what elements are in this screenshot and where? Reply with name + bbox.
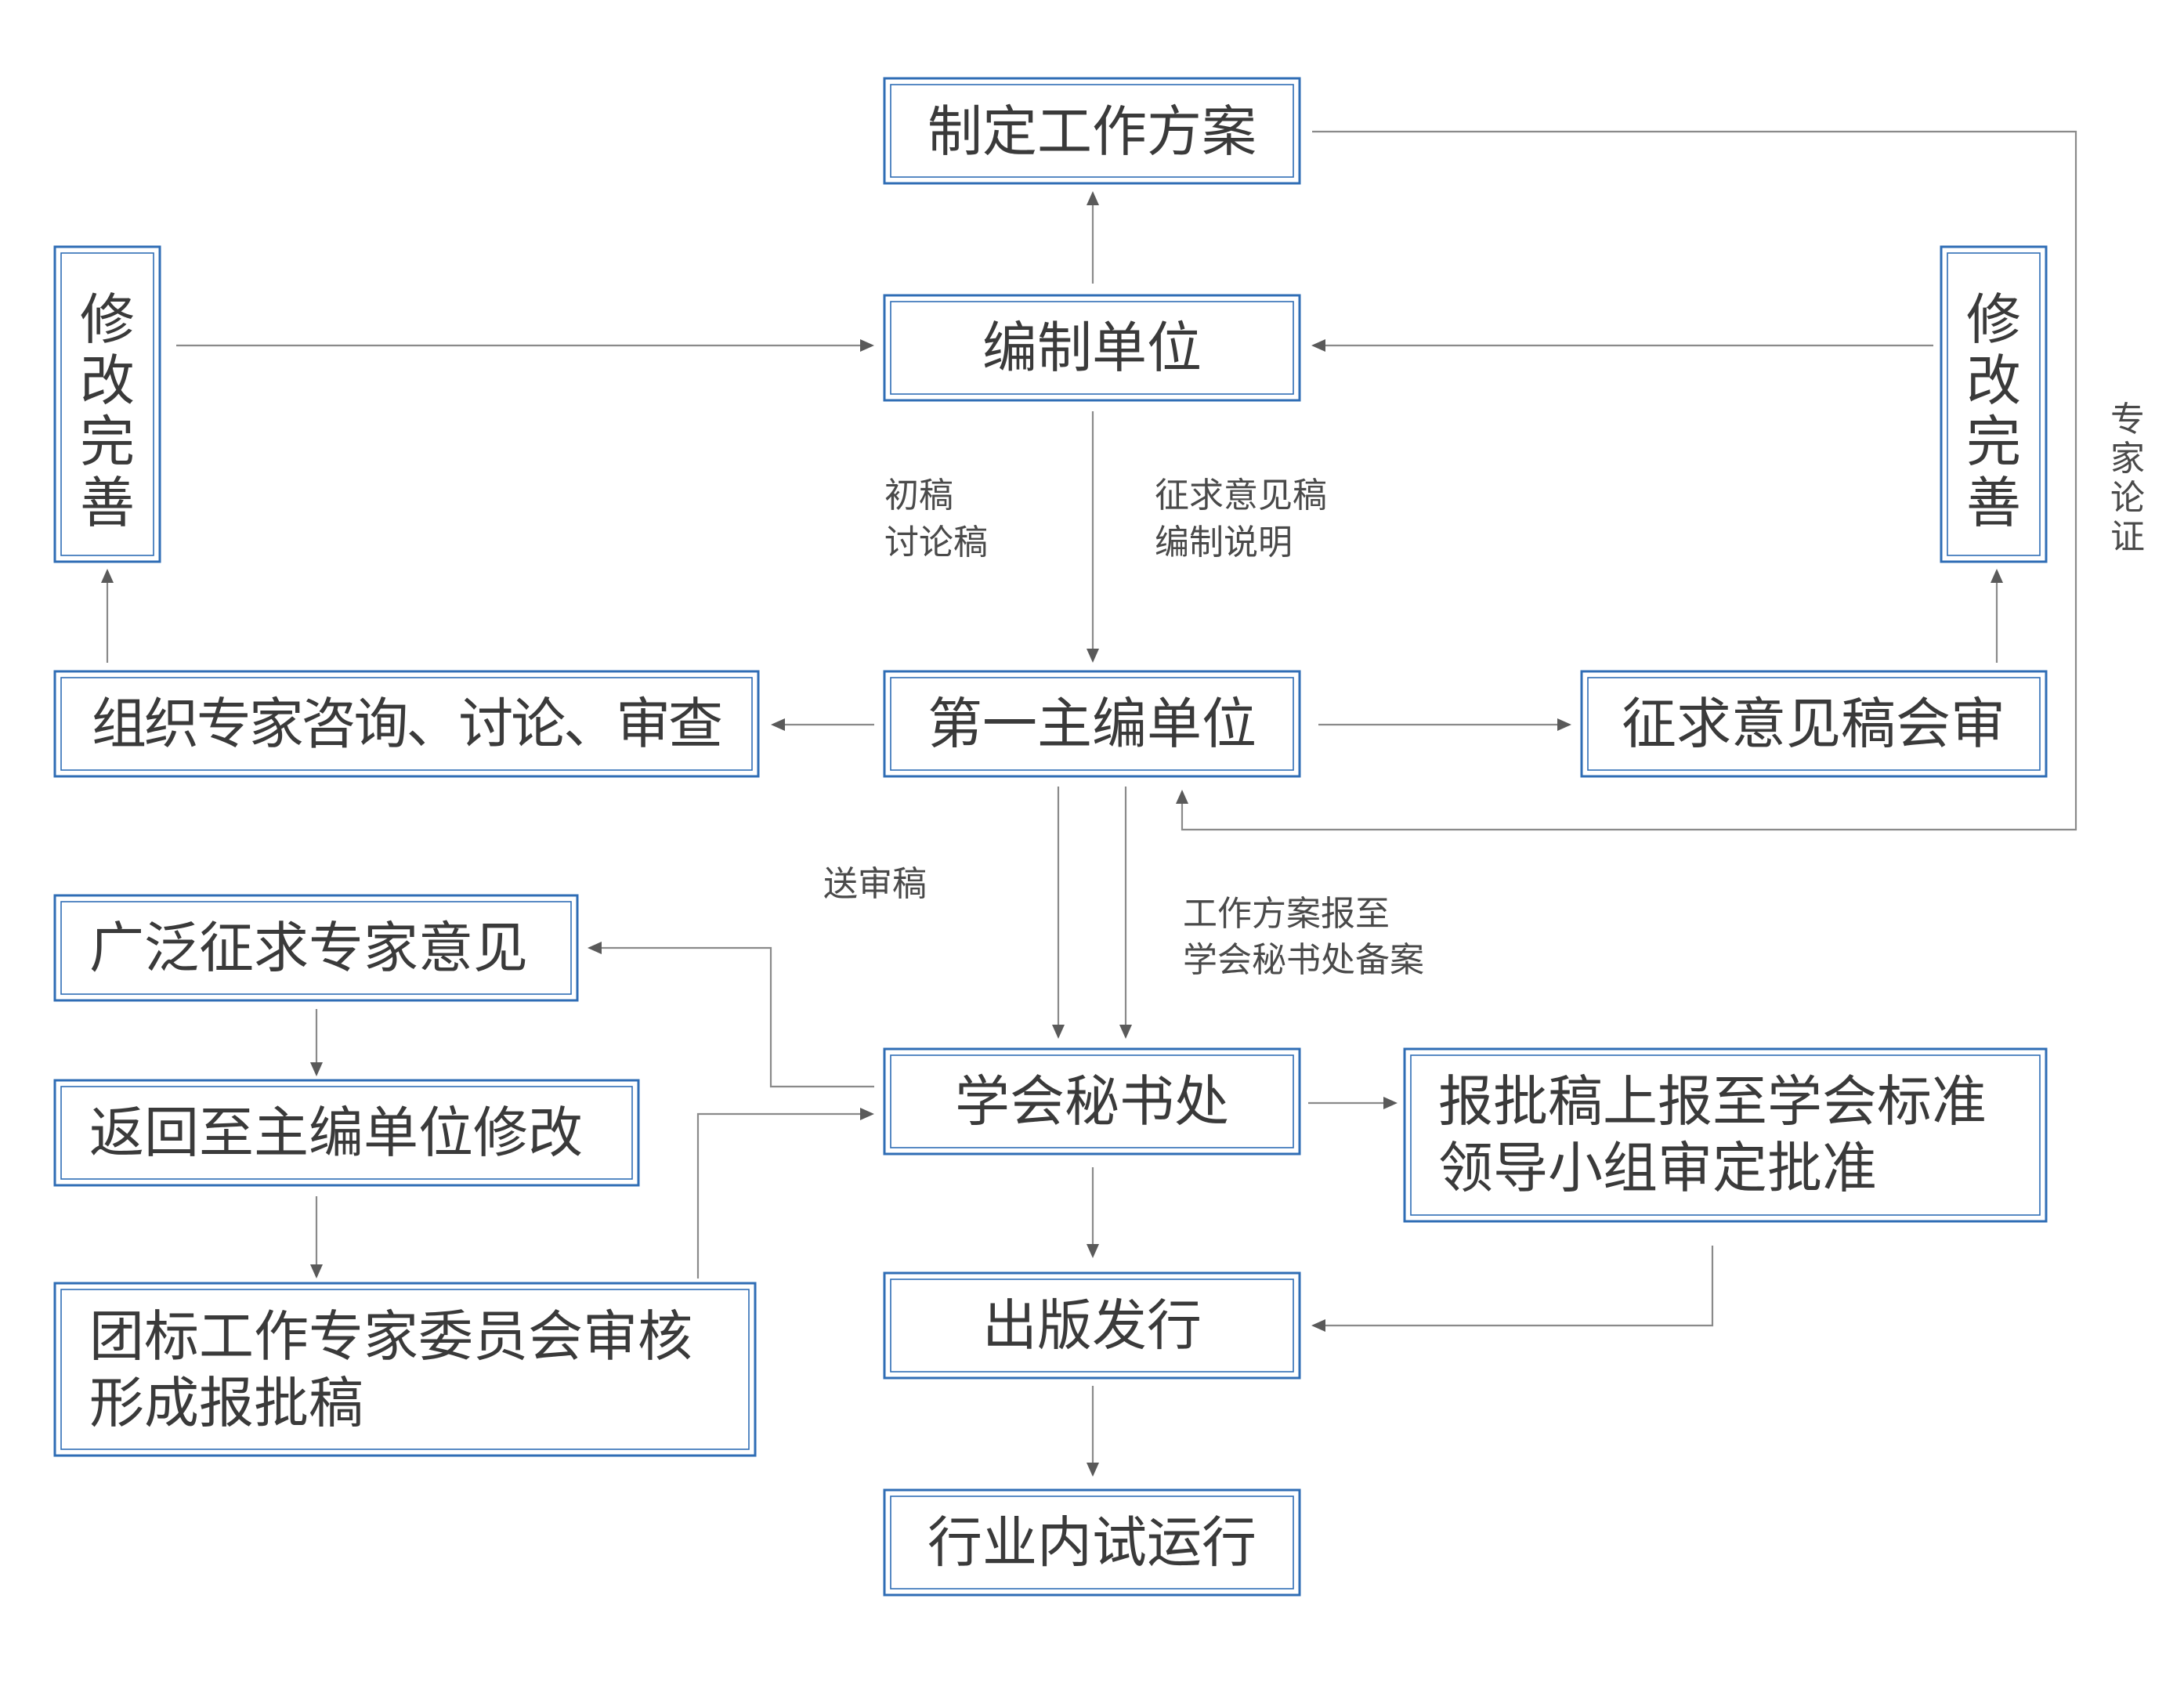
box-approval-report-line1: 报批稿上报至学会标准 bbox=[1438, 1069, 1987, 1134]
box-revise-right-char: 修 bbox=[1966, 288, 2021, 352]
box-committee-review-line2: 形成报批稿 bbox=[89, 1371, 363, 1435]
box-wide-expert-label: 广泛征求专家意见 bbox=[89, 916, 528, 980]
box-trial-run-label: 行业内试运行 bbox=[927, 1510, 1257, 1575]
box-make-plan-label: 制定工作方案 bbox=[927, 99, 1257, 164]
arrowhead-left bbox=[1311, 339, 1325, 352]
arrowhead-down bbox=[1087, 1244, 1099, 1258]
label-plan-filing-2: 学会秘书处备案 bbox=[1183, 940, 1424, 980]
arrow-committee-to-secretariat bbox=[696, 1112, 862, 1279]
arrowhead-down bbox=[310, 1264, 323, 1279]
box-wide-expert: 广泛征求专家意见 bbox=[53, 894, 579, 1002]
arrowhead-right bbox=[860, 1108, 874, 1120]
label-initial-draft-1: 初稿 bbox=[884, 476, 953, 515]
box-revise-left-char: 改 bbox=[80, 349, 135, 413]
box-secretariat-label: 学会秘书处 bbox=[955, 1069, 1229, 1134]
box-compile-unit: 编制单位 bbox=[883, 294, 1301, 402]
box-revise-right-char: 改 bbox=[1966, 349, 2021, 413]
arrowhead-right bbox=[1383, 1097, 1398, 1109]
box-publish-label: 出版发行 bbox=[982, 1293, 1202, 1358]
connectors bbox=[101, 130, 2077, 1477]
arrowhead-left bbox=[1311, 1319, 1325, 1332]
box-committee-review: 团标工作专家委员会审核 形成报批稿 bbox=[53, 1282, 757, 1457]
label-expert-demo-char: 家 bbox=[2110, 439, 2145, 479]
label-expert-demo-char: 证 bbox=[2110, 517, 2145, 557]
label-expert-demo-char: 专 bbox=[2110, 400, 2145, 439]
box-revise-left-char: 修 bbox=[80, 288, 135, 352]
arrowhead-down bbox=[1087, 1463, 1099, 1477]
box-approval-report-line2: 领导小组审定批准 bbox=[1438, 1136, 1877, 1200]
edge-labels: 初稿 讨论稿 征求意见稿 编制说明 送审稿 工作方案报至 学会秘书处备案 专 家… bbox=[823, 400, 2145, 980]
box-approval-report: 报批稿上报至学会标准 领导小组审定批准 bbox=[1403, 1047, 2048, 1223]
label-expert-demo-char: 论 bbox=[2110, 478, 2145, 518]
label-comment-draft-2: 编制说明 bbox=[1155, 523, 1293, 562]
label-submit-draft: 送审稿 bbox=[823, 864, 927, 904]
arrowhead-up bbox=[1991, 569, 2003, 583]
box-draft-review: 征求意见稿会审 bbox=[1580, 670, 2048, 778]
arrowhead-down bbox=[1119, 1025, 1132, 1039]
arrow-secretariat-to-wide-expert bbox=[600, 946, 874, 1088]
box-revise-left-char: 完 bbox=[80, 410, 135, 474]
arrow-approval-to-publish bbox=[1324, 1246, 1714, 1327]
box-return-editor-label: 返回至主编单位修改 bbox=[89, 1101, 583, 1165]
box-publish: 出版发行 bbox=[883, 1271, 1301, 1380]
arrowhead-right bbox=[860, 339, 874, 352]
arrowhead-left bbox=[588, 942, 602, 954]
box-compile-unit-label: 编制单位 bbox=[982, 316, 1202, 380]
box-revise-right-char: 完 bbox=[1966, 410, 2021, 474]
arrowhead-up bbox=[1087, 191, 1099, 205]
box-trial-run: 行业内试运行 bbox=[883, 1488, 1301, 1597]
arrowhead-up bbox=[101, 569, 114, 583]
box-revise-right: 修 改 完 善 bbox=[1940, 245, 2048, 563]
box-draft-review-label: 征求意见稿会审 bbox=[1622, 692, 2005, 756]
box-first-editor: 第一主编单位 bbox=[883, 670, 1301, 778]
arrow-plan-expert-demo-loop bbox=[1181, 130, 2077, 831]
arrowhead-right bbox=[1557, 718, 1571, 731]
arrowhead-down bbox=[1052, 1025, 1065, 1039]
box-first-editor-label: 第一主编单位 bbox=[927, 692, 1257, 756]
box-expert-consult-label: 组织专家咨询、讨论、审查 bbox=[92, 692, 723, 756]
arrowhead-up bbox=[1176, 790, 1188, 804]
box-committee-review-line1: 团标工作专家委员会审核 bbox=[89, 1304, 692, 1369]
label-comment-draft-1: 征求意见稿 bbox=[1155, 476, 1327, 515]
label-initial-draft-2: 讨论稿 bbox=[884, 523, 988, 562]
label-plan-filing-1: 工作方案报至 bbox=[1183, 894, 1390, 934]
arrowhead-left bbox=[771, 718, 785, 731]
arrowhead-down bbox=[1087, 649, 1099, 663]
box-secretariat: 学会秘书处 bbox=[883, 1047, 1301, 1156]
arrowhead-down bbox=[310, 1062, 323, 1076]
box-return-editor: 返回至主编单位修改 bbox=[53, 1079, 640, 1187]
box-expert-consult: 组织专家咨询、讨论、审查 bbox=[53, 670, 760, 778]
box-revise-left-char: 善 bbox=[80, 471, 135, 535]
box-revise-left: 修 改 完 善 bbox=[53, 245, 161, 563]
box-revise-right-char: 善 bbox=[1966, 471, 2021, 535]
box-make-plan: 制定工作方案 bbox=[883, 77, 1301, 185]
